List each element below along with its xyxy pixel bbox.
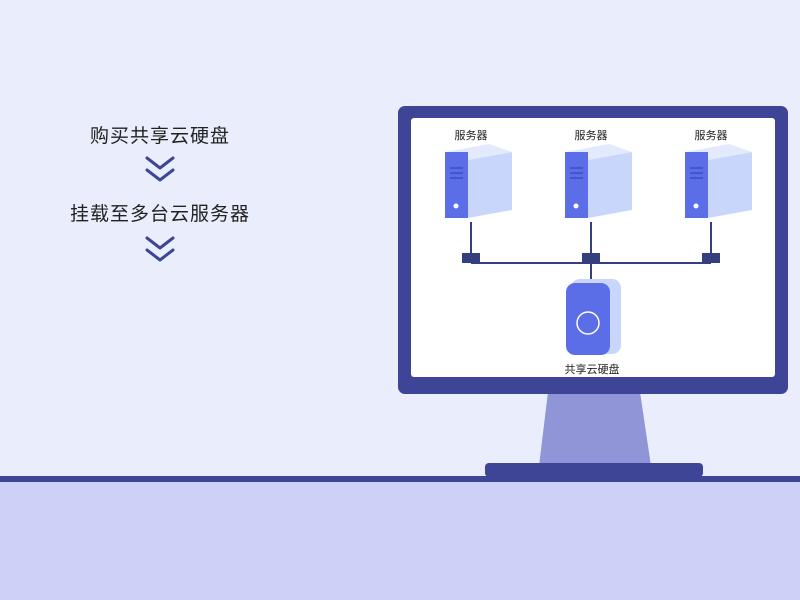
connector-left [462, 253, 480, 263]
server-power-light [573, 203, 579, 209]
monitor-stand-neck [539, 392, 651, 466]
chevron-double-down-icon [145, 156, 175, 182]
server-label: 服务器 [575, 129, 608, 142]
server-left [445, 144, 512, 218]
connector-middle [582, 253, 600, 263]
server-label: 服务器 [695, 129, 728, 142]
server-label: 服务器 [455, 129, 488, 142]
floor-line [0, 476, 800, 482]
shared-disk-label: 共享云硬盘 [565, 362, 620, 376]
server-right [685, 144, 752, 218]
server-vent-icon [450, 167, 463, 179]
server-power-light [693, 203, 699, 209]
shared-disk [566, 279, 621, 355]
chevron-double-down-icon [145, 236, 175, 262]
server-middle [565, 144, 632, 218]
monitor-stand-base [485, 463, 703, 477]
step-mount-to-servers: 挂载至多台云服务器 [69, 203, 250, 225]
server-vent-icon [690, 167, 703, 179]
connector-right [702, 253, 720, 263]
server-vent-icon [570, 167, 583, 179]
server-power-light [453, 203, 459, 209]
step-buy-shared-disk: 购买共享云硬盘 [89, 125, 230, 147]
disk-platter-icon [576, 311, 600, 335]
floor-surface [0, 482, 800, 600]
